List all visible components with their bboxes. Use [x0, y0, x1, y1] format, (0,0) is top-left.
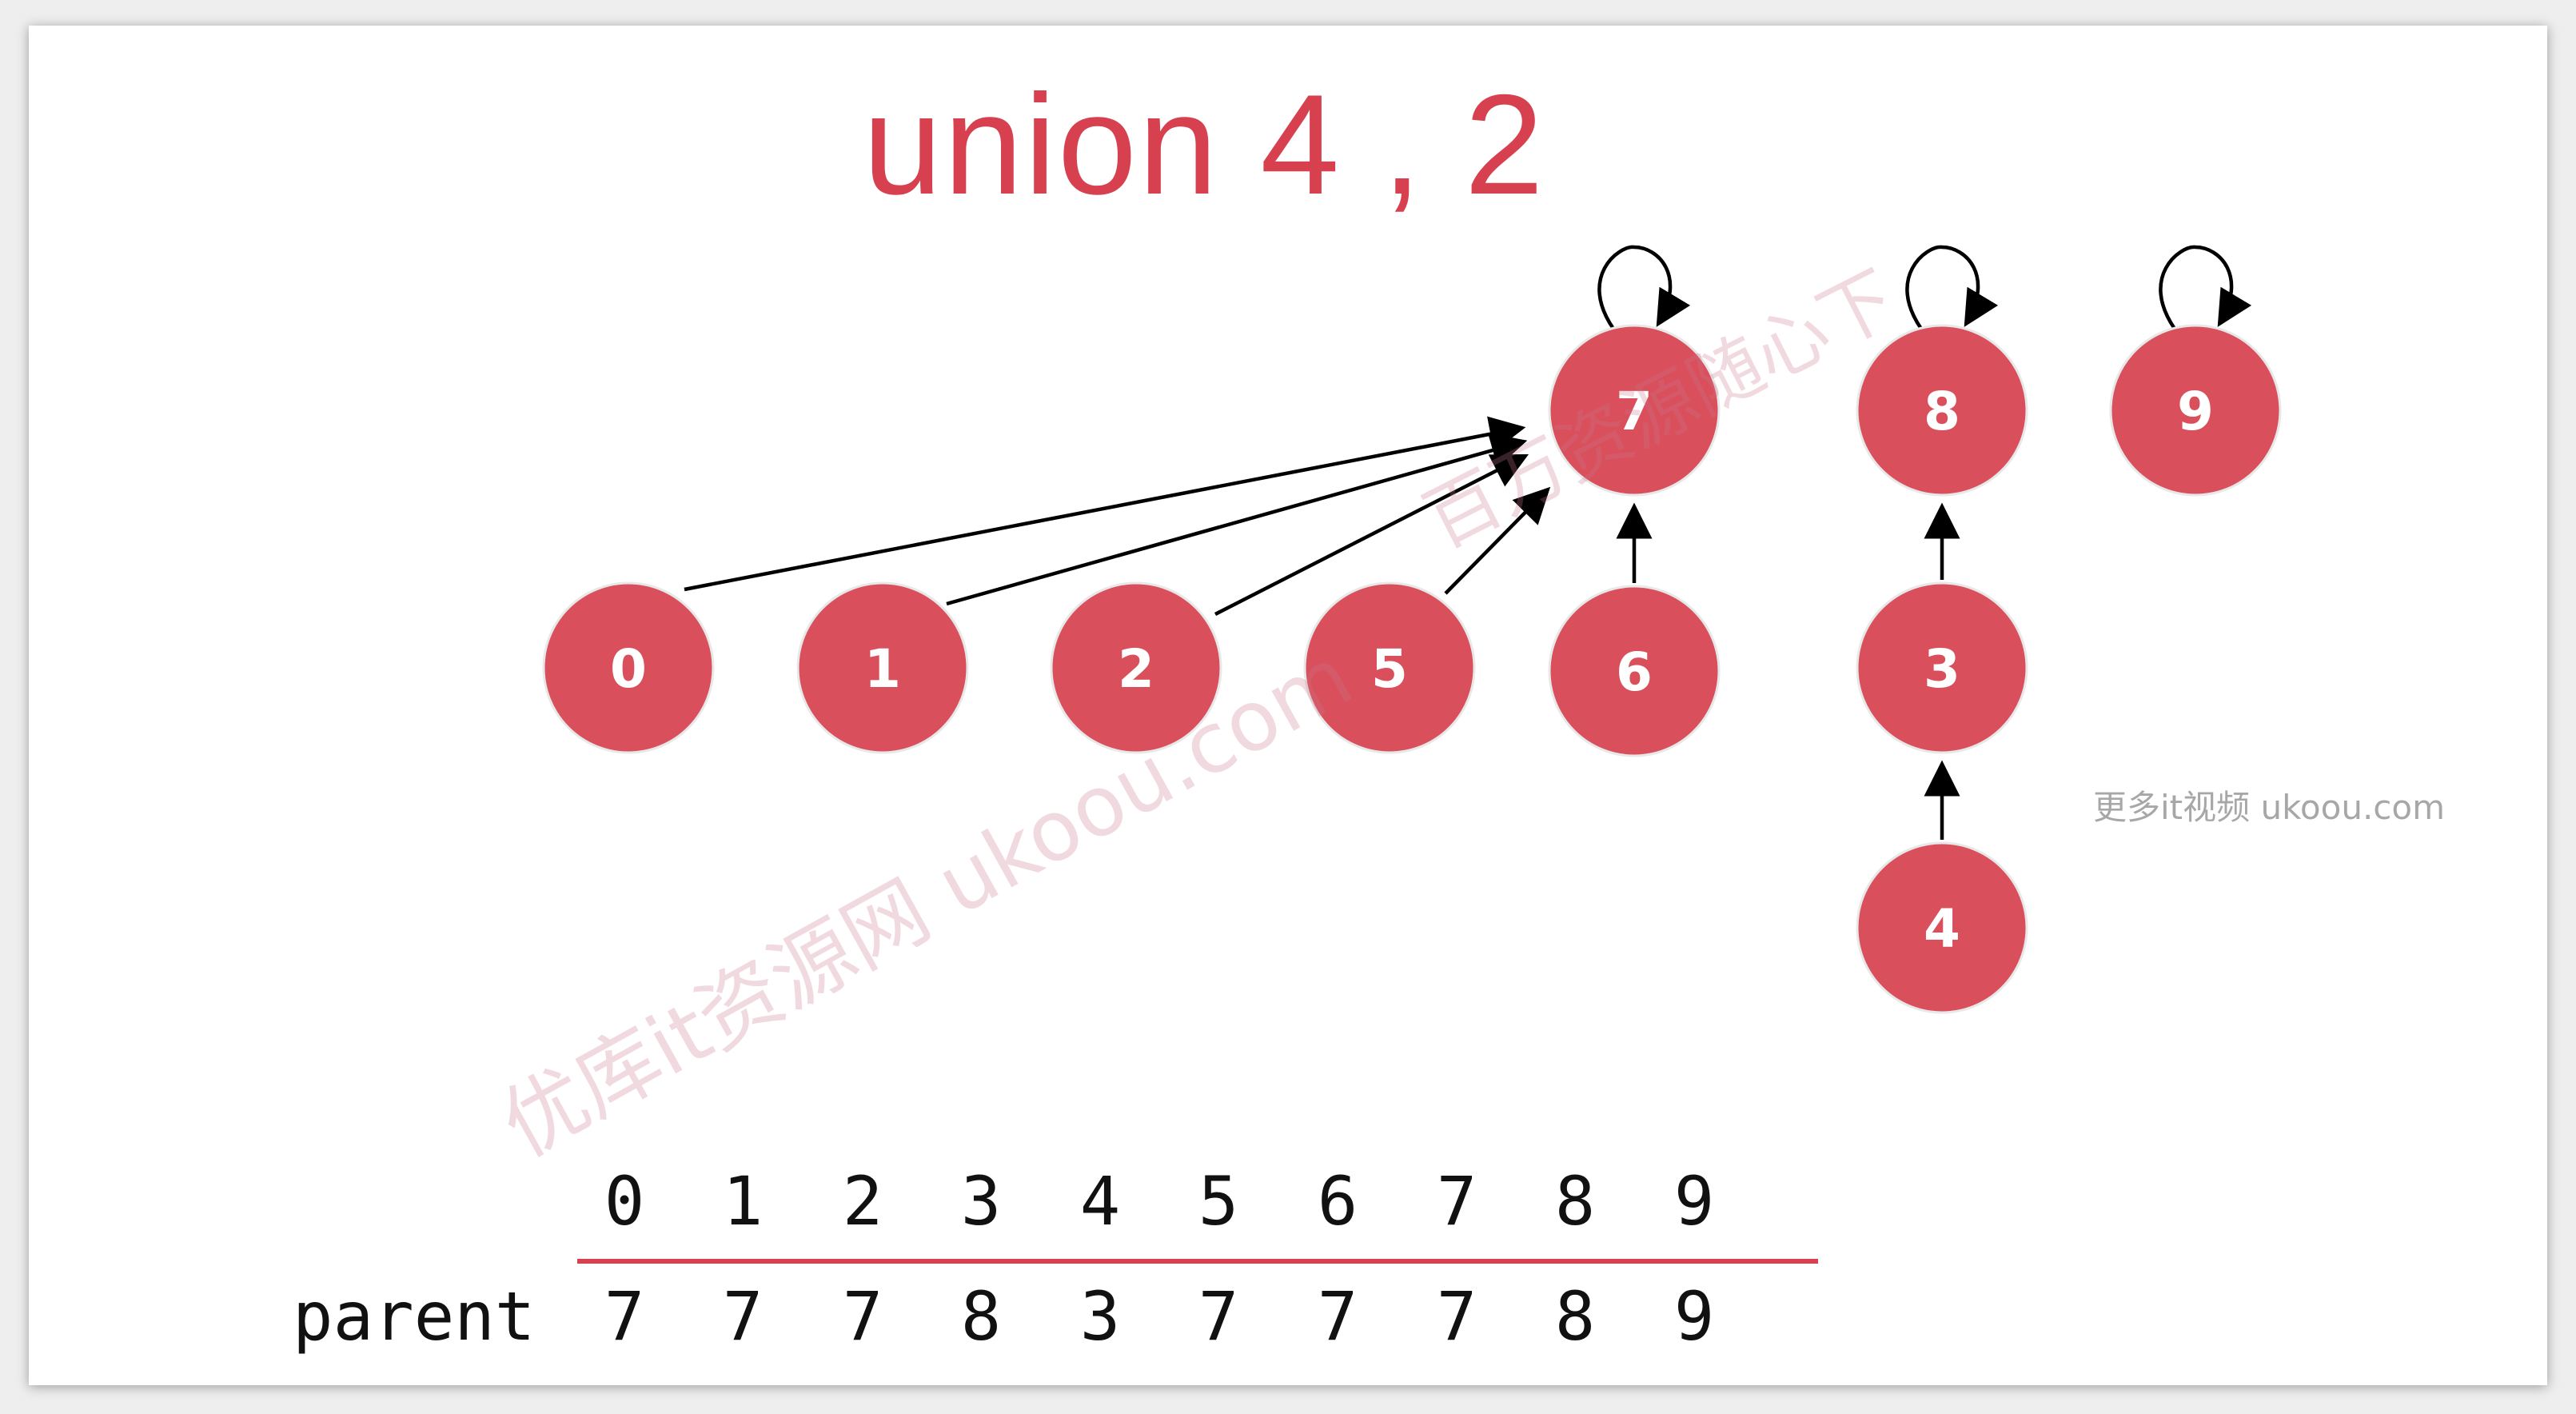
edges-layer	[684, 416, 1960, 840]
node-0-circle	[542, 581, 715, 754]
node-8-label: 8	[1924, 381, 1960, 442]
node-7-circle	[1548, 324, 1721, 497]
node-3-label: 3	[1924, 638, 1960, 700]
node-2-label: 2	[1118, 638, 1154, 700]
node-6-label: 6	[1616, 641, 1653, 703]
node-9-label: 9	[2177, 381, 2214, 442]
node-1-label: 1	[864, 638, 901, 700]
node-7-label: 7	[1616, 381, 1653, 442]
node-5: 5	[1303, 581, 1476, 754]
node-2-circle	[1050, 581, 1222, 754]
edge-1-to-7	[946, 433, 1528, 606]
node-3-circle	[1856, 581, 2028, 754]
node-5-circle	[1303, 581, 1476, 754]
union-find-diagram: 0 1 2 5 6 3 4 7 8 9	[542, 245, 2282, 1014]
node-6: 6	[1548, 585, 1721, 757]
node-3: 3	[1856, 581, 2028, 754]
node-5-label: 5	[1371, 638, 1408, 700]
node-4-circle	[1856, 841, 2028, 1014]
self-loop-8	[1905, 245, 1999, 330]
node-4-label: 4	[1924, 898, 1960, 960]
edge-5-to-7	[1444, 486, 1551, 595]
node-1: 1	[796, 581, 969, 754]
node-6-circle	[1548, 585, 1721, 757]
node-9: 9	[2109, 324, 2282, 497]
node-0: 0	[542, 581, 715, 754]
nodes-layer: 0 1 2 5 6 3 4 7 8 9	[542, 324, 2282, 1014]
node-0-label: 0	[610, 638, 647, 700]
watermark-side: 更多it视频 ukoou.com	[2093, 788, 2445, 827]
node-1-circle	[796, 581, 969, 754]
slide-title: union 4 , 2	[863, 65, 1545, 224]
self-loop-7	[1597, 245, 1691, 330]
edge-2-to-7	[1214, 453, 1529, 617]
self-loop-9	[2159, 245, 2252, 330]
node-8: 8	[1856, 324, 2028, 497]
self-loops-layer	[1597, 245, 2252, 330]
edge-0-to-7	[684, 416, 1526, 592]
node-8-circle	[1856, 324, 2028, 497]
node-7: 7	[1548, 324, 1721, 497]
node-4: 4	[1856, 841, 2028, 1014]
node-9-circle	[2109, 324, 2282, 497]
node-2: 2	[1050, 581, 1222, 754]
